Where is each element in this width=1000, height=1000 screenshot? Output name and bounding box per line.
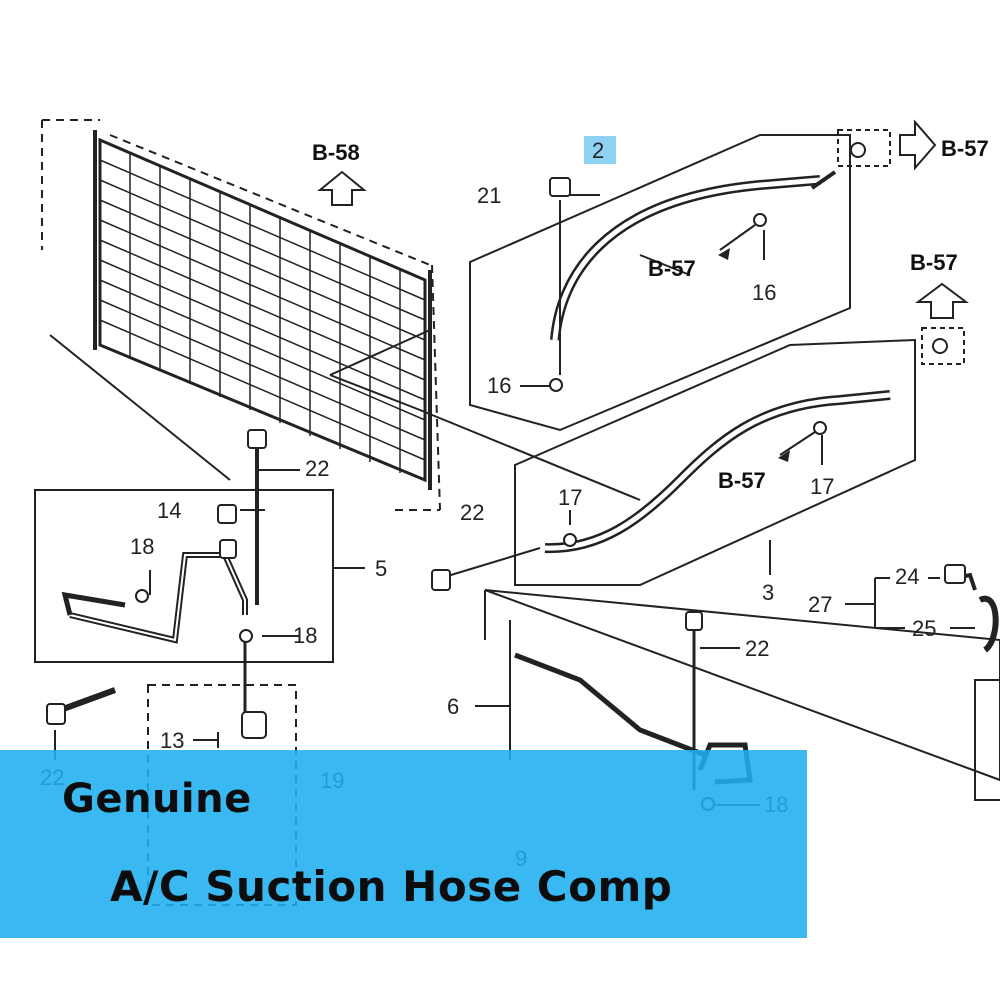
callout-6: 6: [447, 694, 459, 719]
callout-14: 14: [157, 498, 181, 523]
callout-22: 22: [745, 636, 769, 661]
callout-22: 22: [460, 500, 484, 525]
condenser-core: [93, 130, 432, 490]
arrow-up-icon: [317, 170, 367, 206]
callout-3: 3: [762, 580, 774, 605]
callout-18: 18: [293, 623, 317, 648]
callout-2-highlight: [584, 136, 616, 164]
pipe-5: [69, 552, 248, 644]
arrow-up-icon: [915, 282, 969, 319]
ref-b57: B-57: [941, 136, 989, 161]
banner-part-name: A/C Suction Hose Comp: [110, 862, 673, 911]
callout-25: 25: [912, 616, 936, 641]
callout-2: 2: [592, 138, 604, 163]
callout-21: 21: [477, 183, 501, 208]
callout-18: 18: [130, 534, 154, 559]
callout-17: 17: [558, 485, 582, 510]
ref-b58: B-58: [312, 140, 360, 165]
pipe-6: [514, 652, 706, 758]
callout-22: 22: [305, 456, 329, 481]
ref-b57: B-57: [648, 256, 696, 281]
ref-b57: B-57: [718, 468, 766, 493]
callout-5: 5: [375, 556, 387, 581]
ref-b57: B-57: [910, 250, 958, 275]
product-banner: Genuine A/C Suction Hose Comp: [0, 750, 807, 938]
hose3-group-box: [514, 338, 916, 586]
callout-24: 24: [895, 564, 919, 589]
group5-box: [34, 489, 334, 663]
hose2-group-box: [469, 134, 851, 432]
callout-27: 27: [808, 592, 832, 617]
callout-13: 13: [160, 728, 184, 753]
callout-16: 16: [752, 280, 776, 305]
arrow-right-icon: [899, 119, 937, 171]
banner-title-genuine: Genuine: [62, 776, 252, 822]
group6-box: [484, 589, 1000, 782]
callout-16: 16: [487, 373, 511, 398]
callout-17: 17: [810, 474, 834, 499]
